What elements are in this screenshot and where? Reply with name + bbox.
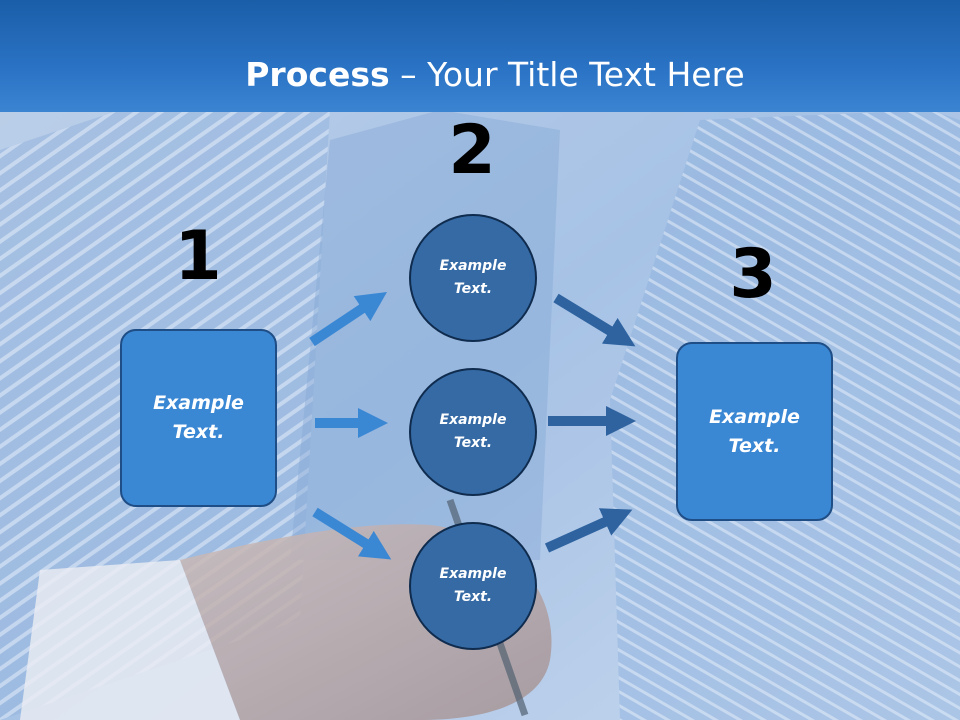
- circle-top-text: Example Text.: [439, 258, 507, 297]
- slide-title: Process – Your Title Text Here: [0, 52, 960, 98]
- arrow-left-to-top: [309, 292, 387, 347]
- arrow-bottom-to-right: [544, 508, 633, 553]
- step-number-1: 1: [174, 217, 222, 296]
- step-number-3: 3: [729, 235, 777, 314]
- title-bar: [0, 0, 960, 112]
- circle-middle-text: Example Text.: [439, 412, 507, 451]
- arrow-left-to-bottom: [312, 507, 392, 560]
- circle-bottom-text: Example Text.: [439, 566, 507, 605]
- step-number-2: 2: [448, 111, 496, 190]
- left-step-text: Example Text.: [153, 392, 244, 443]
- circle-bottom: Example Text.: [409, 522, 537, 650]
- title-bold: Process: [245, 55, 390, 94]
- right-step-text: Example Text.: [709, 405, 800, 457]
- circle-middle: Example Text.: [409, 368, 537, 496]
- left-step-box: Example Text.: [120, 329, 277, 507]
- arrow-top-to-right: [553, 293, 636, 347]
- circle-top: Example Text.: [409, 214, 537, 342]
- right-step-box: Example Text.: [676, 342, 833, 521]
- title-rest: – Your Title Text Here: [389, 55, 745, 94]
